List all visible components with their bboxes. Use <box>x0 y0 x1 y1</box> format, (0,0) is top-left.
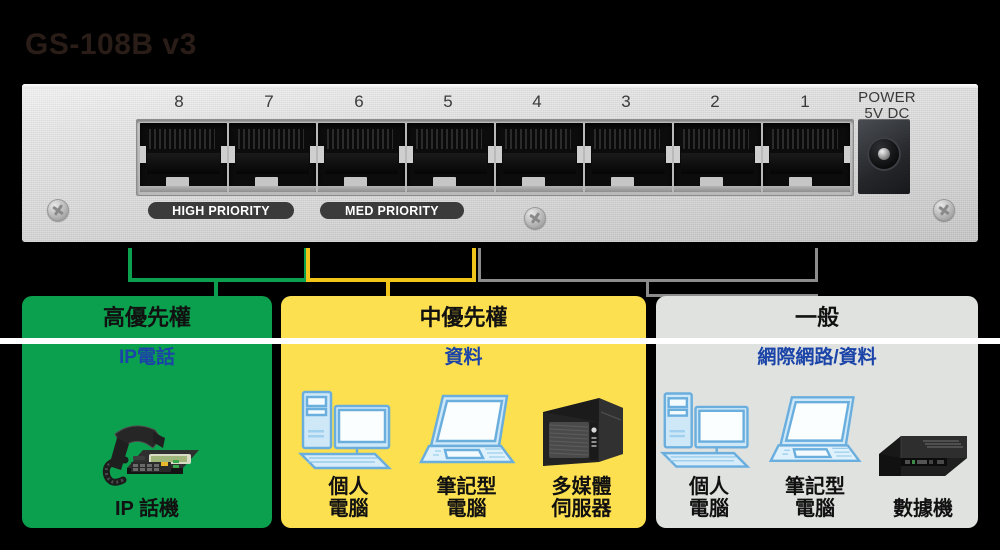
item-laptop: 筆記型 電腦 <box>415 384 519 520</box>
item-caption: IP 話機 <box>114 498 180 520</box>
chassis-screw-left <box>47 199 69 221</box>
desktop-pc-icon <box>297 384 401 474</box>
port-number-8: 8 <box>174 92 184 111</box>
white-divider-rule <box>0 338 1000 344</box>
rj45-port-8[interactable] <box>140 123 227 192</box>
item-modem: 數據機 <box>871 406 975 520</box>
power-jack[interactable] <box>858 119 910 194</box>
modem-icon <box>871 406 975 496</box>
item-ip-phone: IP 話機 <box>87 406 207 520</box>
panel-high-items: IP 話機 <box>22 406 272 520</box>
panel-med-subtitle: 資料 <box>444 347 483 368</box>
desktop-pc-icon <box>659 384 759 474</box>
high-priority-pill: HIGH PRIORITY <box>148 202 294 219</box>
item-nas-server: 多媒體 伺服器 <box>533 384 631 520</box>
panel-normal: 一般 網際網路/資料 <box>656 296 978 528</box>
port-number-row: 8 7 6 5 4 3 2 1 <box>142 92 862 114</box>
rj45-port-7[interactable] <box>229 123 316 192</box>
product-title: GS-108B v3 <box>25 28 197 61</box>
power-label-line2: 5V DC <box>864 105 910 122</box>
laptop-icon <box>415 384 519 474</box>
port-number-7: 7 <box>264 92 274 111</box>
rj45-port-5[interactable] <box>407 123 494 192</box>
nas-server-icon <box>533 384 631 474</box>
item-caption: 多媒體 伺服器 <box>551 476 612 520</box>
item-caption: 個人 電腦 <box>328 476 369 520</box>
port-number-6: 6 <box>354 92 364 111</box>
port-number-5: 5 <box>443 92 453 111</box>
power-label-line1: POWER <box>858 89 916 106</box>
item-caption: 筆記型 電腦 <box>436 476 497 520</box>
panel-med-header: 中優先權 <box>419 305 508 330</box>
rj45-port-bank <box>136 119 854 196</box>
item-laptop: 筆記型 電腦 <box>765 384 865 520</box>
panel-high-subtitle: IP電話 <box>119 347 175 368</box>
rj45-port-3[interactable] <box>585 123 672 192</box>
item-caption: 筆記型 電腦 <box>785 476 845 520</box>
panel-normal-items: 個人 電腦 <box>656 384 978 520</box>
port-number-4: 4 <box>532 92 542 111</box>
chassis-screw-right <box>933 199 955 221</box>
panel-med-priority: 中優先權 資料 <box>281 296 646 528</box>
port-number-2: 2 <box>710 92 720 111</box>
med-priority-bracket <box>306 248 476 300</box>
power-jack-label: POWER 5V DC <box>842 90 932 122</box>
panel-med-items: 個人 電腦 <box>281 384 646 520</box>
network-switch-device: 8 7 6 5 4 3 2 1 POWER 5V DC <box>22 84 978 242</box>
rj45-port-1[interactable] <box>763 123 850 192</box>
chassis-top-edge <box>22 84 978 88</box>
med-priority-pill: MED PRIORITY <box>320 202 464 219</box>
port-number-3: 3 <box>621 92 631 111</box>
panel-high-header: 高優先權 <box>102 305 191 330</box>
item-caption: 數據機 <box>893 498 953 520</box>
panel-high-priority: 高優先權 IP電話 <box>22 296 272 528</box>
chassis-screw-center <box>524 207 546 229</box>
rj45-port-6[interactable] <box>318 123 405 192</box>
rj45-port-4[interactable] <box>496 123 583 192</box>
item-desktop-pc: 個人 電腦 <box>297 384 401 520</box>
laptop-icon <box>765 384 865 474</box>
port-number-1: 1 <box>800 92 810 111</box>
item-caption: 個人 電腦 <box>689 476 729 520</box>
high-priority-bracket <box>128 248 308 300</box>
panel-normal-header: 一般 <box>794 305 839 330</box>
ip-phone-icon <box>87 406 207 496</box>
normal-bracket <box>478 248 818 310</box>
item-desktop-pc: 個人 電腦 <box>659 384 759 520</box>
power-jack-pin <box>878 148 890 160</box>
panel-normal-subtitle: 網際網路/資料 <box>757 347 877 368</box>
rj45-port-2[interactable] <box>674 123 761 192</box>
